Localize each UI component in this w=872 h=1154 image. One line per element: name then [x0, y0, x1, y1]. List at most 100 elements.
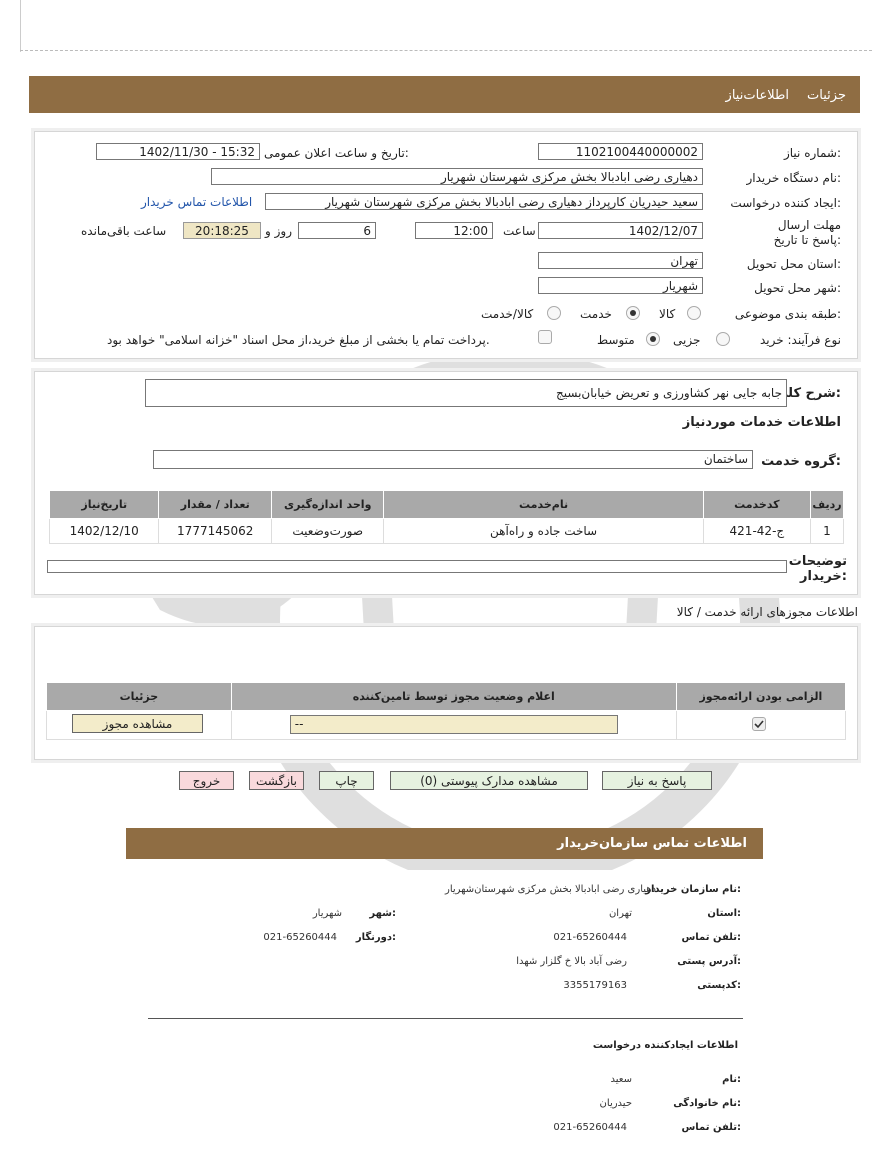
summary-panel: شرح کلی نیاز: جابه جایی نهر کشاورزی و تع…	[34, 371, 858, 595]
org-label: نام سازمان خریدار:	[645, 884, 741, 895]
deadline-time-field: 12:00	[415, 222, 493, 239]
requester-field: سعید حیدریان کارپرداز دهیاری رضی ابادبال…	[265, 193, 703, 210]
reply-button[interactable]: پاسخ به نیاز	[602, 771, 712, 790]
first-name-label: نام:	[722, 1074, 741, 1085]
permit-required-checkbox	[751, 717, 766, 731]
cell-service-name: ساخت جاده و راه‌آهن	[383, 518, 704, 544]
process-radio-minor[interactable]	[716, 332, 730, 346]
check-icon	[754, 720, 764, 729]
address-label: آدرس پستی:	[677, 956, 741, 967]
province-contact-label: استان:	[707, 908, 741, 919]
creator-phone-value: 021-65260444	[553, 1122, 627, 1133]
province-contact-value: تهران	[608, 908, 632, 919]
permits-title: اطلاعات مجوزهای ارائه خدمت / کالا	[676, 605, 858, 619]
services-title: اطلاعات خدمات موردنیاز	[682, 415, 841, 430]
col-unit: واحد اندازه‌گیری	[270, 490, 385, 519]
process-radio-medium[interactable]	[646, 332, 660, 346]
fax-label: دورنگار:	[355, 932, 396, 943]
treasury-checkbox[interactable]	[538, 330, 552, 344]
permits-table: جزئیات اعلام وضعیت مجوز توسط تامین‌کننده…	[46, 682, 847, 740]
announce-label: تاریخ و ساعت اعلان عمومی:	[264, 146, 409, 160]
contact-title: اطلاعات تماس سازمان‌خریدار	[557, 836, 747, 851]
phone-label: تلفن تماس:	[681, 932, 741, 943]
fax-value: 021-65260444	[263, 932, 337, 943]
days-label: روز و	[265, 224, 292, 238]
col-service-code: کدخدمت	[702, 490, 811, 519]
creator-title: اطلاعات ایجادکننده درخواست	[592, 1040, 738, 1051]
col-permit-details: جزئیات	[46, 682, 232, 711]
attachments-button[interactable]: مشاهده مدارک پیوستی (0)	[390, 771, 588, 790]
cell-service-code: ج-42-421	[702, 518, 811, 544]
days-field: 6	[298, 222, 376, 239]
category-radio-service[interactable]	[626, 306, 640, 320]
deadline-date-field: 1402/12/07	[538, 222, 703, 239]
need-info-panel: شماره نیاز: 1102100440000002 تاریخ و ساع…	[34, 131, 858, 359]
permits-panel: جزئیات اعلام وضعیت مجوز توسط تامین‌کننده…	[34, 626, 858, 760]
tab-details[interactable]: جزئیات	[807, 88, 846, 103]
need-number-label: شماره نیاز:	[783, 146, 841, 160]
city-contact-value: شهریار	[312, 908, 342, 919]
buyer-contact-link[interactable]: اطلاعات تماس خریدار	[141, 195, 253, 209]
category-label: طبقه بندی موضوعی:	[734, 307, 841, 321]
top-divider-vertical	[20, 0, 21, 52]
process-medium-label: متوسط	[597, 333, 635, 347]
buyer-notes-field	[47, 560, 787, 573]
category-radio-goods[interactable]	[687, 306, 701, 320]
category-goods-label: کالا	[659, 307, 676, 321]
last-name-value: حیدریان	[599, 1098, 632, 1109]
address-value: رضی آباد بالا خ گلزار شهدا	[516, 956, 627, 967]
buyer-notes-label: توضیحات خریدار:	[788, 554, 847, 584]
remaining-time-field: 20:18:25	[183, 222, 261, 239]
print-button[interactable]: چاپ	[319, 771, 374, 790]
back-button[interactable]: بازگشت	[249, 771, 304, 790]
contact-header: اطلاعات تماس سازمان‌خریدار	[126, 828, 763, 859]
cell-quantity: 1777145062	[158, 518, 272, 544]
process-minor-label: جزیی	[673, 333, 701, 347]
payment-note: پرداخت تمام یا بخشی از مبلغ خرید،از محل …	[107, 333, 490, 347]
deadline-label: مهلت ارسال پاسخ تا تاریخ:	[773, 218, 841, 247]
phone-value: 021-65260444	[553, 932, 627, 943]
col-need-date: تاریخ‌نیاز	[48, 490, 160, 519]
postal-value: 3355179163	[563, 980, 627, 991]
view-permit-button[interactable]: مشاهده مجوز	[72, 714, 203, 733]
buyer-org-label: نام دستگاه خریدار:	[746, 171, 842, 185]
cell-unit: صورت‌وضعیت	[270, 518, 385, 544]
remaining-label: ساعت باقی‌مانده	[81, 224, 167, 238]
col-service-name: نام‌خدمت	[383, 490, 704, 519]
col-row: ردیف	[809, 490, 845, 519]
cell-need-date: 1402/12/10	[48, 518, 160, 544]
city-field: شهریار	[538, 277, 703, 294]
service-group-field: ساختمان	[153, 450, 753, 469]
category-service-label: خدمت	[580, 307, 612, 321]
category-radio-both[interactable]	[547, 306, 561, 320]
need-number-field: 1102100440000002	[538, 143, 703, 160]
exit-button[interactable]: خروج	[179, 771, 234, 790]
col-quantity: تعداد / مقدار	[158, 490, 272, 519]
contact-divider	[148, 1018, 743, 1019]
province-label: استان محل تحویل:	[746, 257, 841, 271]
postal-label: کدپستی:	[697, 980, 741, 991]
province-field: تهران	[538, 252, 703, 269]
process-label: نوع فرآیند: خرید	[760, 333, 841, 347]
tab-need-info[interactable]: اطلاعات‌نیاز	[725, 88, 789, 103]
permit-status-field[interactable]: --	[289, 715, 618, 734]
city-contact-label: شهر:	[369, 908, 396, 919]
general-desc-field: جابه جایی نهر کشاورزی و تعریض خیابان‌بسی…	[145, 379, 787, 407]
creator-phone-label: تلفن تماس:	[681, 1122, 741, 1133]
cell-row: 1	[809, 518, 845, 544]
announce-field: 1402/11/30 - 15:32	[96, 143, 260, 160]
city-label: شهر محل تحویل:	[754, 281, 841, 295]
buyer-org-field: دهیاری رضی ابادبالا بخش مرکزی شهرستان شه…	[211, 168, 703, 185]
requester-label: ایجاد کننده درخواست:	[730, 196, 841, 210]
org-value: دهیاری رضی ابادبالا بخش مرکزی شهرستان‌شه…	[444, 884, 656, 895]
services-table: تاریخ‌نیاز تعداد / مقدار واحد اندازه‌گیر…	[48, 490, 845, 544]
top-divider	[20, 50, 872, 51]
col-permit-status: اعلام وضعیت مجوز توسط تامین‌کننده	[230, 682, 677, 711]
table-row: مشاهده مجوز --	[46, 710, 847, 740]
table-row: 1402/12/10 1777145062 صورت‌وضعیت ساخت جا…	[48, 518, 845, 544]
category-both-label: کالا/خدمت	[481, 307, 534, 321]
last-name-label: نام خانوادگی:	[673, 1098, 741, 1109]
col-permit-required: الزامی بودن ارائه‌مجوز	[675, 682, 847, 711]
deadline-time-label: ساعت	[503, 224, 536, 238]
header-banner: جزئیات اطلاعات‌نیاز	[29, 76, 860, 113]
